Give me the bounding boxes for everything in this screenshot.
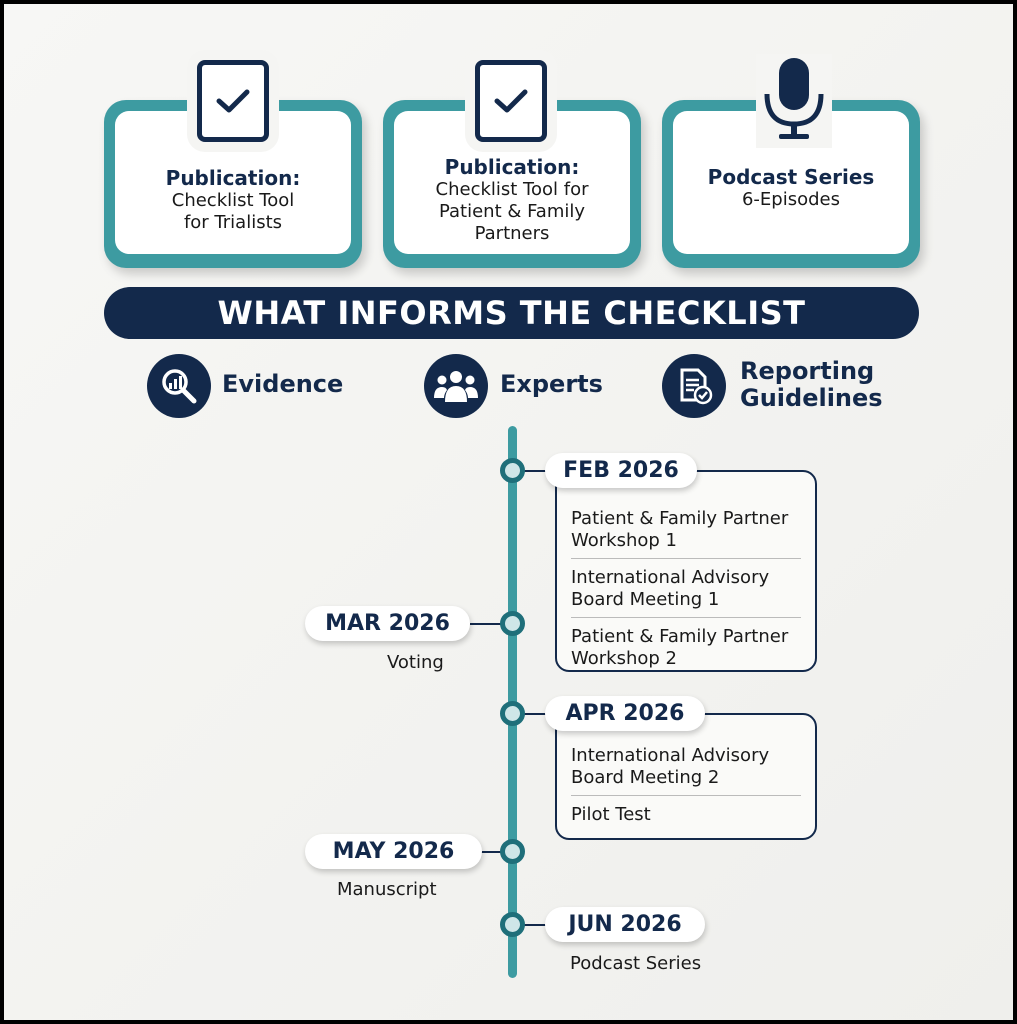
connector bbox=[519, 470, 549, 472]
milestone-item: Patient & Family Partner Workshop 2 bbox=[571, 626, 789, 669]
input-label-evidence: Evidence bbox=[222, 370, 344, 398]
section-banner: WHAT INFORMS THE CHECKLIST bbox=[104, 287, 919, 339]
timeline-dot bbox=[500, 611, 525, 636]
milestone-box-apr: International Advisory Board Meeting 2 P… bbox=[555, 713, 817, 840]
connector bbox=[470, 623, 504, 625]
date-pill-may: MAY 2026 bbox=[305, 834, 482, 869]
microphone-icon bbox=[756, 54, 832, 148]
connector bbox=[480, 851, 504, 853]
date-pill-apr: APR 2026 bbox=[545, 696, 705, 731]
milestone-item: Patient & Family Partner Workshop 1 bbox=[571, 500, 801, 559]
milestone-caption: Manuscript bbox=[337, 879, 437, 900]
infographic: Publication:Checklist Tool for Trialists… bbox=[4, 4, 1013, 1020]
card-title: Podcast Series bbox=[707, 164, 875, 189]
card-title: Publication: bbox=[165, 165, 301, 190]
date-pill-mar: MAR 2026 bbox=[305, 606, 470, 641]
milestone-caption: Voting bbox=[387, 652, 444, 673]
milestone-caption: Podcast Series bbox=[570, 953, 702, 974]
checkbox-icon bbox=[475, 60, 547, 142]
card-subtitle: Checklist Tool for Trialists bbox=[171, 189, 295, 233]
milestone-box-feb: Patient & Family Partner Workshop 1 Inte… bbox=[555, 470, 817, 672]
date-pill-feb: FEB 2026 bbox=[545, 453, 697, 488]
timeline-dot bbox=[500, 839, 525, 864]
magnifier-chart-icon bbox=[147, 354, 211, 418]
timeline-dot bbox=[500, 701, 525, 726]
card-subtitle: Checklist Tool for Patient & Family Part… bbox=[435, 178, 589, 244]
input-label-experts: Experts bbox=[500, 370, 603, 398]
card-title: Publication: bbox=[444, 154, 580, 179]
document-check-icon bbox=[662, 354, 726, 418]
input-label-reporting-guidelines: Reporting Guidelines bbox=[740, 357, 883, 412]
date-pill-jun: JUN 2026 bbox=[545, 907, 705, 942]
checkbox-icon bbox=[197, 60, 269, 142]
people-group-icon bbox=[424, 354, 488, 418]
milestone-item: International Advisory Board Meeting 1 bbox=[571, 559, 801, 618]
timeline-dot bbox=[500, 458, 525, 483]
card-subtitle: 6-Episodes bbox=[741, 188, 840, 210]
connector bbox=[519, 924, 549, 926]
timeline-dot bbox=[500, 912, 525, 937]
connector bbox=[519, 713, 549, 715]
milestone-item: Pilot Test bbox=[571, 804, 651, 825]
milestone-item: International Advisory Board Meeting 2 bbox=[571, 737, 801, 796]
